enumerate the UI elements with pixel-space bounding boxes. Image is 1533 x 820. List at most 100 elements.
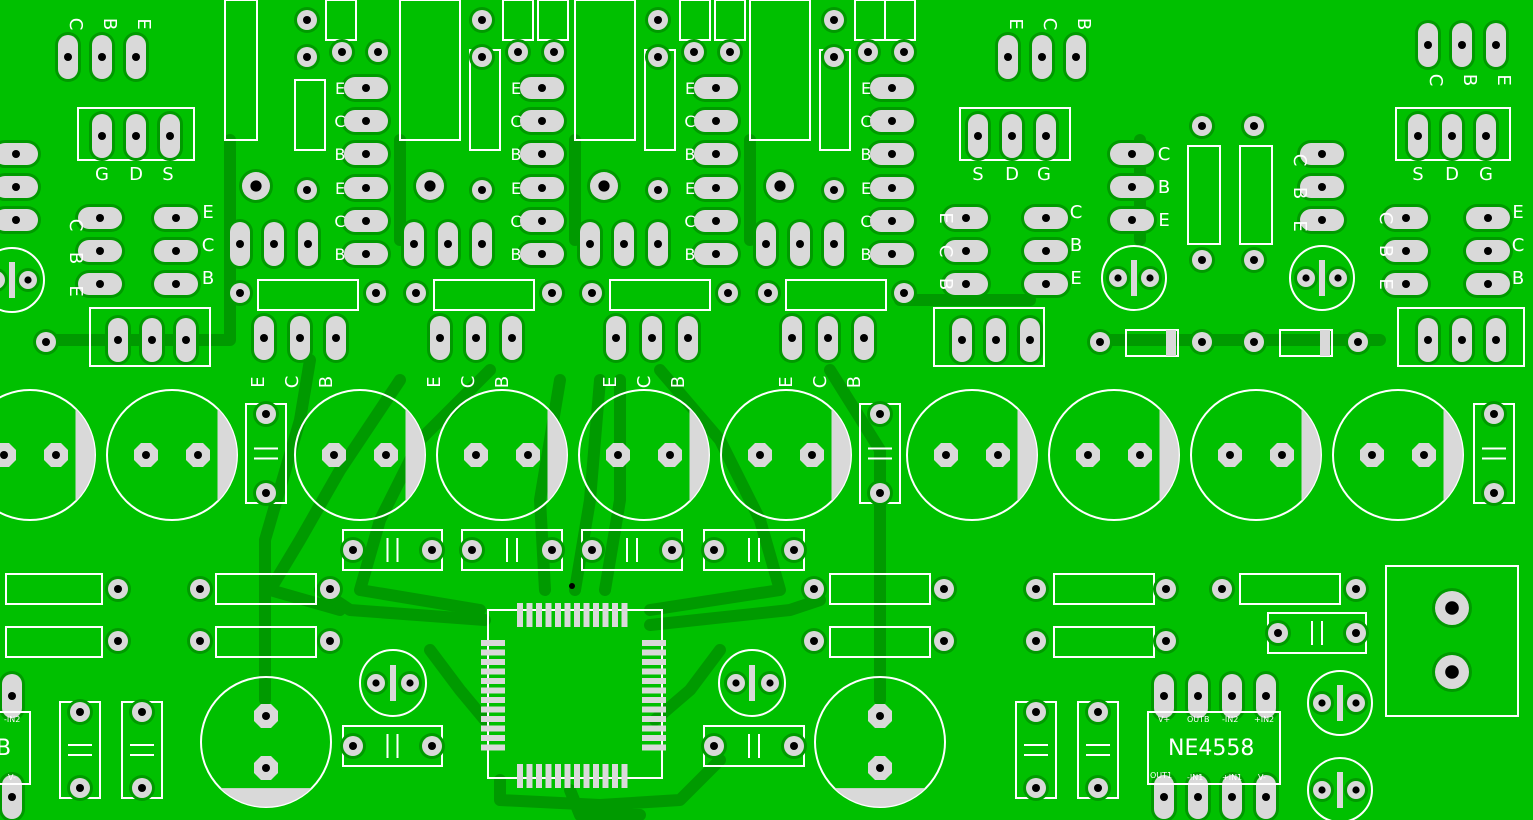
drill-hole bbox=[810, 637, 818, 645]
pin-label: B bbox=[511, 145, 522, 164]
capacitor-polarity-band bbox=[1017, 408, 1037, 502]
edge-pin-v-minus: V- bbox=[8, 773, 16, 782]
qfp-pin-bottom bbox=[526, 764, 533, 788]
resistor-body bbox=[5, 573, 103, 605]
drill-hole bbox=[942, 451, 950, 459]
drill-hole bbox=[52, 451, 60, 459]
resistor-body bbox=[1239, 145, 1273, 245]
pin-label: D bbox=[1005, 164, 1019, 185]
drill-hole bbox=[1420, 451, 1428, 459]
drill-hole bbox=[472, 334, 480, 342]
pin-label: E bbox=[935, 212, 956, 223]
resistor-body bbox=[854, 0, 886, 41]
drill-hole bbox=[1094, 784, 1102, 792]
drill-hole bbox=[1094, 708, 1102, 716]
small-capacitor-outline bbox=[359, 649, 427, 717]
drill-hole bbox=[1160, 692, 1168, 700]
pin-label: E bbox=[1070, 268, 1081, 289]
pin-label: G bbox=[1479, 164, 1493, 185]
drill-hole bbox=[598, 180, 610, 192]
qfp-pin-bottom bbox=[545, 764, 552, 788]
resistor-body bbox=[714, 0, 746, 41]
drill-hole bbox=[796, 240, 804, 248]
drill-hole bbox=[810, 585, 818, 593]
drill-hole bbox=[690, 48, 698, 56]
capacitor-polarity-band bbox=[217, 408, 237, 502]
pin-label: B bbox=[1375, 245, 1396, 257]
resistor-body bbox=[1239, 573, 1341, 605]
drill-hole bbox=[1038, 53, 1046, 61]
pin-label: E bbox=[1493, 74, 1514, 85]
resistor-body bbox=[215, 626, 317, 658]
ic-pin-v-minus: V- bbox=[1258, 773, 1266, 782]
resistor-body bbox=[829, 573, 931, 605]
copper-trace bbox=[354, 364, 496, 616]
drill-hole bbox=[374, 48, 382, 56]
capacitor-polarity-band bbox=[1159, 408, 1179, 502]
pin-label: C bbox=[1425, 74, 1446, 87]
drill-hole bbox=[303, 53, 311, 61]
drill-hole bbox=[524, 451, 532, 459]
qfp-pin-right bbox=[642, 725, 666, 732]
small-capacitor-outline bbox=[1307, 757, 1373, 820]
qfp-chip-outline bbox=[487, 609, 663, 779]
drill-hole bbox=[64, 53, 72, 61]
qfp-pin-left bbox=[481, 725, 505, 732]
pin-label: B bbox=[492, 376, 513, 388]
drill-hole bbox=[668, 546, 676, 554]
capacitor-plate bbox=[1319, 260, 1325, 296]
pin-label: C bbox=[1289, 154, 1310, 167]
drill-hole bbox=[338, 48, 346, 56]
resistor-body bbox=[502, 0, 534, 41]
pin-label: C bbox=[202, 235, 215, 256]
drill-hole bbox=[1482, 132, 1490, 140]
drill-hole bbox=[1448, 132, 1456, 140]
edge-label-b: B bbox=[0, 736, 11, 761]
pin-label: E bbox=[335, 179, 345, 198]
drill-hole bbox=[1318, 216, 1326, 224]
capacitor-polarity-band bbox=[1301, 408, 1321, 502]
drill-hole bbox=[888, 250, 896, 258]
electrolytic-capacitor-outline bbox=[0, 389, 96, 521]
qfp-pin-right bbox=[642, 649, 666, 656]
diode-cathode-band bbox=[1320, 330, 1330, 356]
drill-hole bbox=[788, 334, 796, 342]
drill-hole bbox=[762, 240, 770, 248]
drill-hole bbox=[1318, 150, 1326, 158]
drill-hole bbox=[1334, 274, 1342, 282]
drill-hole bbox=[1032, 708, 1040, 716]
drill-hole bbox=[96, 214, 104, 222]
drill-hole bbox=[876, 712, 884, 720]
resistor-body bbox=[829, 626, 931, 658]
drill-hole bbox=[1250, 256, 1258, 264]
drill-hole bbox=[1194, 692, 1202, 700]
pin-label: E bbox=[65, 285, 86, 296]
drill-hole bbox=[270, 240, 278, 248]
drill-hole bbox=[42, 338, 50, 346]
drill-hole bbox=[732, 679, 740, 687]
drill-hole bbox=[1492, 41, 1500, 49]
drill-hole bbox=[303, 186, 311, 194]
qfp-pin-right bbox=[642, 678, 666, 684]
qfp-pin-right bbox=[642, 716, 666, 722]
drill-hole bbox=[790, 742, 798, 750]
pin-label: B bbox=[335, 245, 346, 264]
drill-hole bbox=[0, 451, 8, 459]
pin-label: B bbox=[316, 376, 337, 388]
drill-hole bbox=[1318, 699, 1326, 707]
drill-hole bbox=[962, 214, 970, 222]
drill-hole bbox=[1162, 637, 1170, 645]
copper-trace bbox=[569, 374, 606, 596]
drill-hole bbox=[1128, 150, 1136, 158]
drill-hole bbox=[262, 712, 270, 720]
drill-hole bbox=[888, 84, 896, 92]
pin-label: B bbox=[668, 376, 689, 388]
pin-label: B bbox=[844, 376, 865, 388]
pin-label: B bbox=[1158, 177, 1170, 198]
copper-trace bbox=[424, 644, 491, 726]
drill-hole bbox=[654, 240, 662, 248]
small-capacitor-outline bbox=[1289, 245, 1355, 311]
drill-hole bbox=[1490, 410, 1498, 418]
drill-hole bbox=[1458, 336, 1466, 344]
